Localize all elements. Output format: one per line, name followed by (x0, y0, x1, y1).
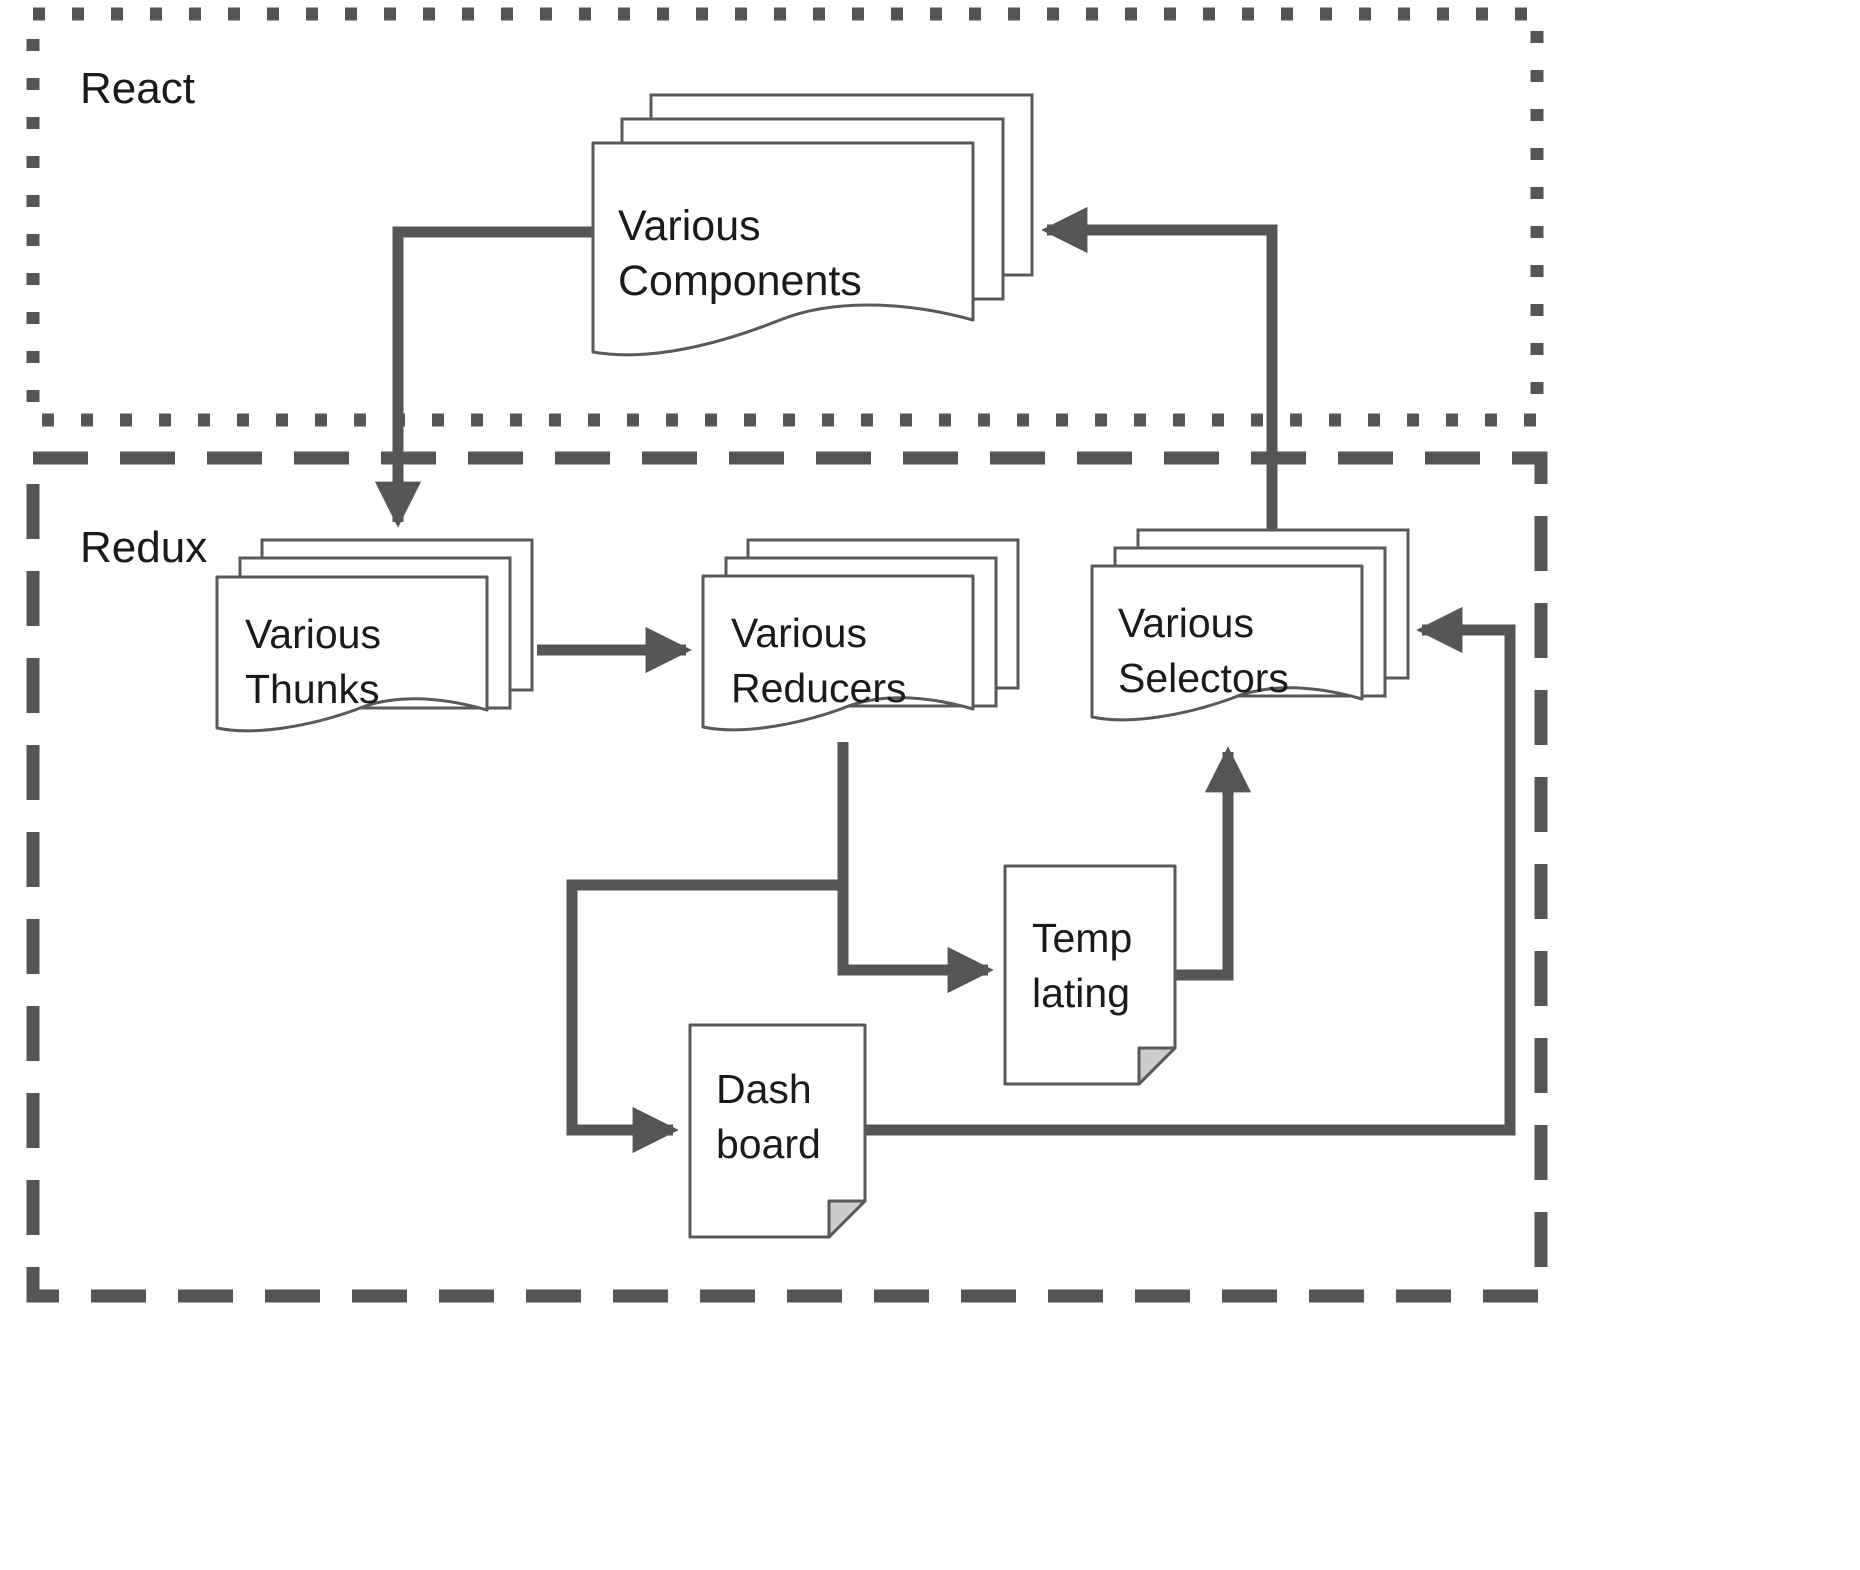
dashboard-fold-corner (827, 1199, 867, 1239)
node-various-thunks: Various Thunks (215, 538, 534, 733)
thunks-label-line2: Thunks (245, 666, 379, 712)
node-various-components: Various Components (591, 93, 1034, 357)
selectors-label-line1: Various (1118, 600, 1254, 646)
redux-region-label: Redux (80, 523, 207, 572)
edge-dashboard-to-selectors (863, 606, 1516, 1136)
node-various-selectors: Various Selectors (1090, 528, 1410, 722)
templating-fold-corner (1137, 1046, 1177, 1086)
react-region-border (26, 7, 1544, 427)
templating-label-line2: lating (1032, 970, 1130, 1016)
dashboard-label-line2: board (716, 1121, 821, 1167)
node-various-reducers: Various Reducers (701, 538, 1020, 732)
react-region-label: React (80, 64, 195, 113)
templating-label-line1: Temp (1032, 915, 1132, 961)
components-label-line1: Various (618, 202, 761, 250)
edge-reducers-to-templating (837, 742, 994, 994)
components-front-sheet (591, 141, 975, 357)
node-dashboard: Dash board (688, 1023, 867, 1239)
redux-region-border (26, 451, 1548, 1303)
dashboard-label-line1: Dash (716, 1066, 812, 1112)
thunks-front-sheet (215, 575, 489, 733)
node-templating: Temp lating (1003, 864, 1177, 1086)
selectors-front-sheet (1090, 564, 1364, 722)
thunks-label-line1: Various (245, 611, 381, 657)
components-label-line2: Components (618, 257, 862, 305)
edges (374, 206, 1516, 1154)
reducers-label-line1: Various (731, 610, 867, 656)
reducers-label-line2: Reducers (731, 665, 906, 711)
selectors-label-line2: Selectors (1118, 655, 1289, 701)
edge-components-to-thunks (374, 226, 593, 528)
react-region: React (26, 7, 1544, 427)
redux-region: Redux (26, 451, 1548, 1303)
reducers-front-sheet (701, 574, 975, 732)
edge-reducers-to-dashboard (566, 879, 848, 1154)
edge-templating-to-selectors (1173, 746, 1252, 981)
edge-selectors-to-components (1041, 206, 1278, 532)
